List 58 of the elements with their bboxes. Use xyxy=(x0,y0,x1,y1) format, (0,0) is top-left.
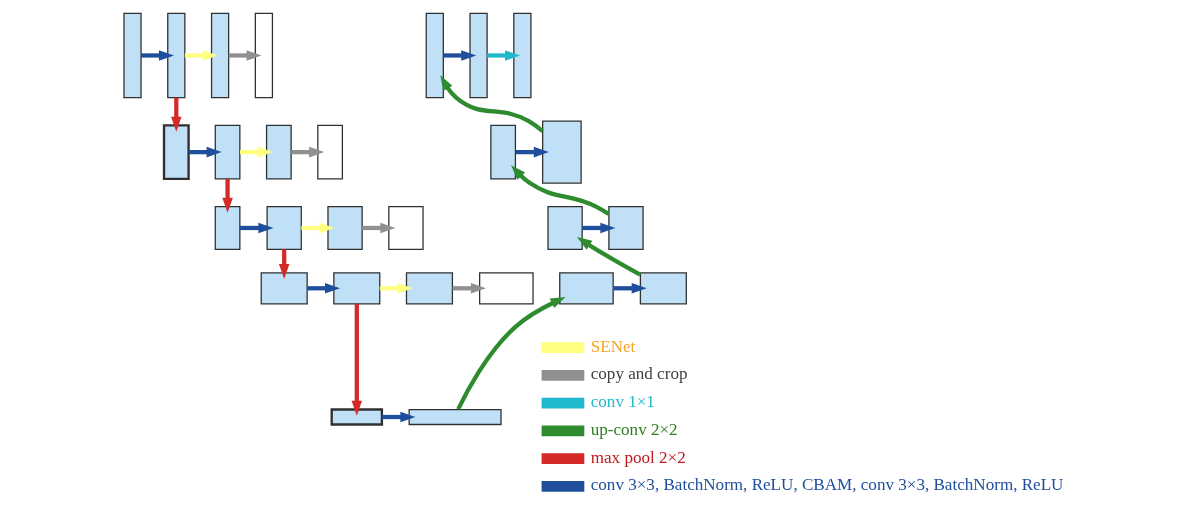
node-box xyxy=(162,123,190,180)
node-box xyxy=(469,12,488,98)
arrow xyxy=(582,222,616,233)
node-box xyxy=(265,124,292,179)
arrow xyxy=(239,222,274,233)
arrow xyxy=(222,178,233,213)
node-box xyxy=(330,407,384,426)
arrow xyxy=(443,49,477,61)
arrow xyxy=(184,49,218,61)
arrow xyxy=(440,74,544,133)
arrow xyxy=(452,282,486,294)
legend-label: SENet xyxy=(590,336,636,356)
arrow xyxy=(301,222,335,233)
node-box xyxy=(214,124,241,179)
arrow xyxy=(228,49,262,61)
node-box xyxy=(559,271,614,304)
arrow xyxy=(456,296,566,410)
node-box xyxy=(547,205,583,250)
legend-label: conv 1×1 xyxy=(590,391,655,411)
arrow xyxy=(291,146,325,157)
arrow xyxy=(576,236,642,276)
arrow xyxy=(511,164,610,216)
arrow xyxy=(351,303,363,416)
node-box xyxy=(266,205,302,250)
arrow xyxy=(382,411,416,422)
arrow xyxy=(362,222,396,233)
legend-label: up-conv 2×2 xyxy=(590,419,678,439)
arrow xyxy=(240,146,273,157)
node-box xyxy=(513,12,532,98)
arrow xyxy=(515,146,549,157)
node-box xyxy=(210,12,230,98)
node-box xyxy=(542,120,582,184)
arrow xyxy=(307,282,340,294)
arrow xyxy=(171,97,182,132)
arrow xyxy=(613,282,647,294)
node-box xyxy=(254,12,274,98)
node-box xyxy=(479,271,534,304)
node-box xyxy=(490,124,517,179)
node-box xyxy=(639,271,687,304)
arrow xyxy=(141,49,174,61)
node-box xyxy=(327,205,363,250)
node-box xyxy=(333,271,381,304)
node-box xyxy=(425,12,444,98)
node-box xyxy=(260,271,308,304)
legend-label: copy and crop xyxy=(590,363,688,383)
node-box xyxy=(408,408,502,425)
legend-label: conv 3×3, BatchNorm, ReLU, CBAM, conv 3×3, BatchNorm, ReLU xyxy=(590,474,1064,494)
arrow xyxy=(188,146,222,157)
node-box xyxy=(317,124,344,179)
arrow xyxy=(379,282,413,294)
arrow xyxy=(487,49,521,61)
node-box xyxy=(405,271,454,304)
node-box xyxy=(388,205,424,250)
legend-label: max pool 2×2 xyxy=(590,447,686,467)
node-box xyxy=(608,205,644,250)
node-box xyxy=(167,12,186,98)
node-box xyxy=(214,205,241,250)
node-box xyxy=(123,12,142,98)
